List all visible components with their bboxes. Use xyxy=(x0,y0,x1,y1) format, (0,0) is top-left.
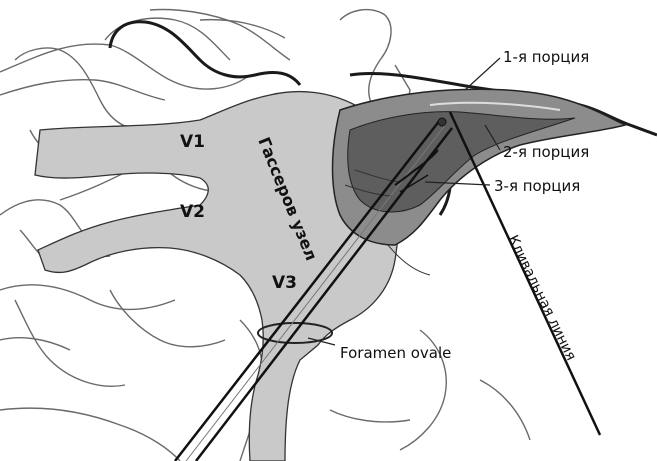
trigeminal-cistern xyxy=(333,89,626,245)
label-portion-3: 3-я порция xyxy=(494,177,580,195)
label-portion-2: 2-я порция xyxy=(503,143,589,161)
label-foramen-ovale: Foramen ovale xyxy=(340,344,451,362)
label-v1: V1 xyxy=(180,132,205,152)
label-v2: V2 xyxy=(180,202,205,222)
label-portion-1: 1-я порция xyxy=(503,48,589,66)
label-clival-line: Кливальная линия xyxy=(504,233,579,363)
label-v3: V3 xyxy=(272,273,297,293)
